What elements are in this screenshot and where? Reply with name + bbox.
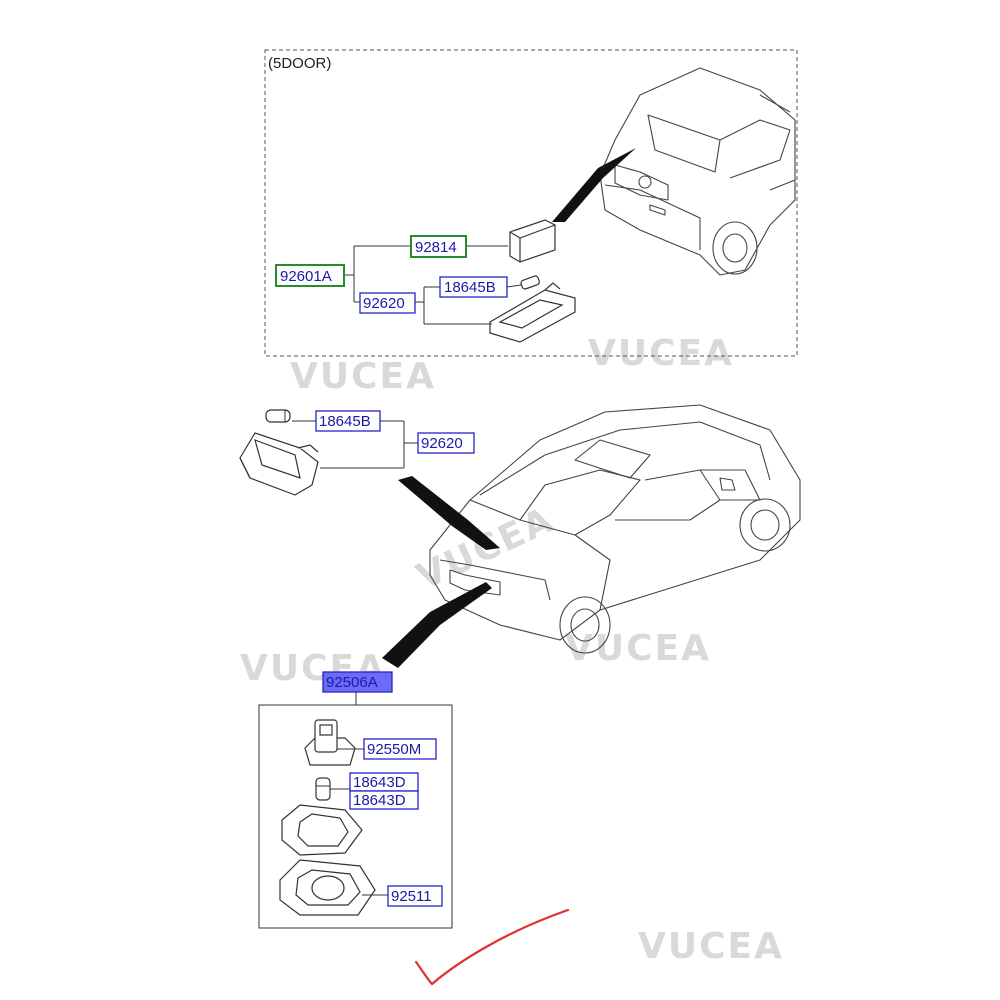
svg-text:92814: 92814 xyxy=(415,239,457,256)
bulb-18645B-top xyxy=(520,275,540,290)
svg-text:92620: 92620 xyxy=(421,435,463,452)
label-18645B-mid[interactable]: 18645B xyxy=(315,410,381,432)
svg-text:92620: 92620 xyxy=(363,295,405,312)
checkmark-annotation xyxy=(414,908,570,986)
gasket xyxy=(281,804,363,856)
5door-section-frame xyxy=(264,49,798,357)
bulb-18643D xyxy=(315,777,331,801)
leader-line xyxy=(292,420,418,469)
socket-92550M xyxy=(304,719,356,766)
lamp-housing-92814 xyxy=(509,219,556,263)
leader-line xyxy=(415,286,492,325)
label-92511[interactable]: 92511 xyxy=(387,885,443,907)
label-92620-mid[interactable]: 92620 xyxy=(417,432,475,454)
label-92601A[interactable]: 92601A xyxy=(275,264,345,287)
label-92814[interactable]: 92814 xyxy=(410,235,467,258)
svg-text:92550M: 92550M xyxy=(367,741,421,758)
svg-text:18645B: 18645B xyxy=(444,279,496,296)
svg-text:92601A: 92601A xyxy=(280,268,332,285)
leader-line xyxy=(506,284,522,288)
svg-text:18643D: 18643D xyxy=(353,792,406,809)
svg-text:18645B: 18645B xyxy=(319,413,371,430)
svg-text:92506A: 92506A xyxy=(326,674,378,691)
leader-arrow xyxy=(382,582,492,668)
label-92550M[interactable]: 92550M xyxy=(363,738,437,760)
label-92620-top[interactable]: 92620 xyxy=(359,292,416,314)
watermark: VUCEA xyxy=(290,356,436,397)
watermark: VUCEA xyxy=(588,333,734,374)
lens-housing-92511 xyxy=(279,859,376,916)
watermark: VUCEA xyxy=(638,926,784,967)
leader-arrow xyxy=(552,148,636,222)
leader-line xyxy=(344,245,411,303)
svg-text:92511: 92511 xyxy=(391,888,432,905)
lamp-assembly-92620-top xyxy=(489,282,576,343)
svg-text:18643D: 18643D xyxy=(353,774,406,791)
bulb-18645B-mid xyxy=(265,409,291,423)
label-92506A[interactable]: 92506A xyxy=(322,671,393,693)
label-18645B-top[interactable]: 18645B xyxy=(439,276,508,298)
section-label: (5DOOR) xyxy=(268,55,331,72)
watermark: VUCEA xyxy=(565,628,711,669)
lamp-assembly-92620-mid xyxy=(239,432,319,496)
leader-arrow xyxy=(398,476,500,550)
hatchback-car-illustration xyxy=(599,67,796,276)
label-18643D-a[interactable]: 18643D xyxy=(349,772,419,792)
label-18643D-b[interactable]: 18643D xyxy=(349,790,419,810)
sedan-car-illustration xyxy=(429,404,801,654)
assembly-frame xyxy=(258,704,453,929)
